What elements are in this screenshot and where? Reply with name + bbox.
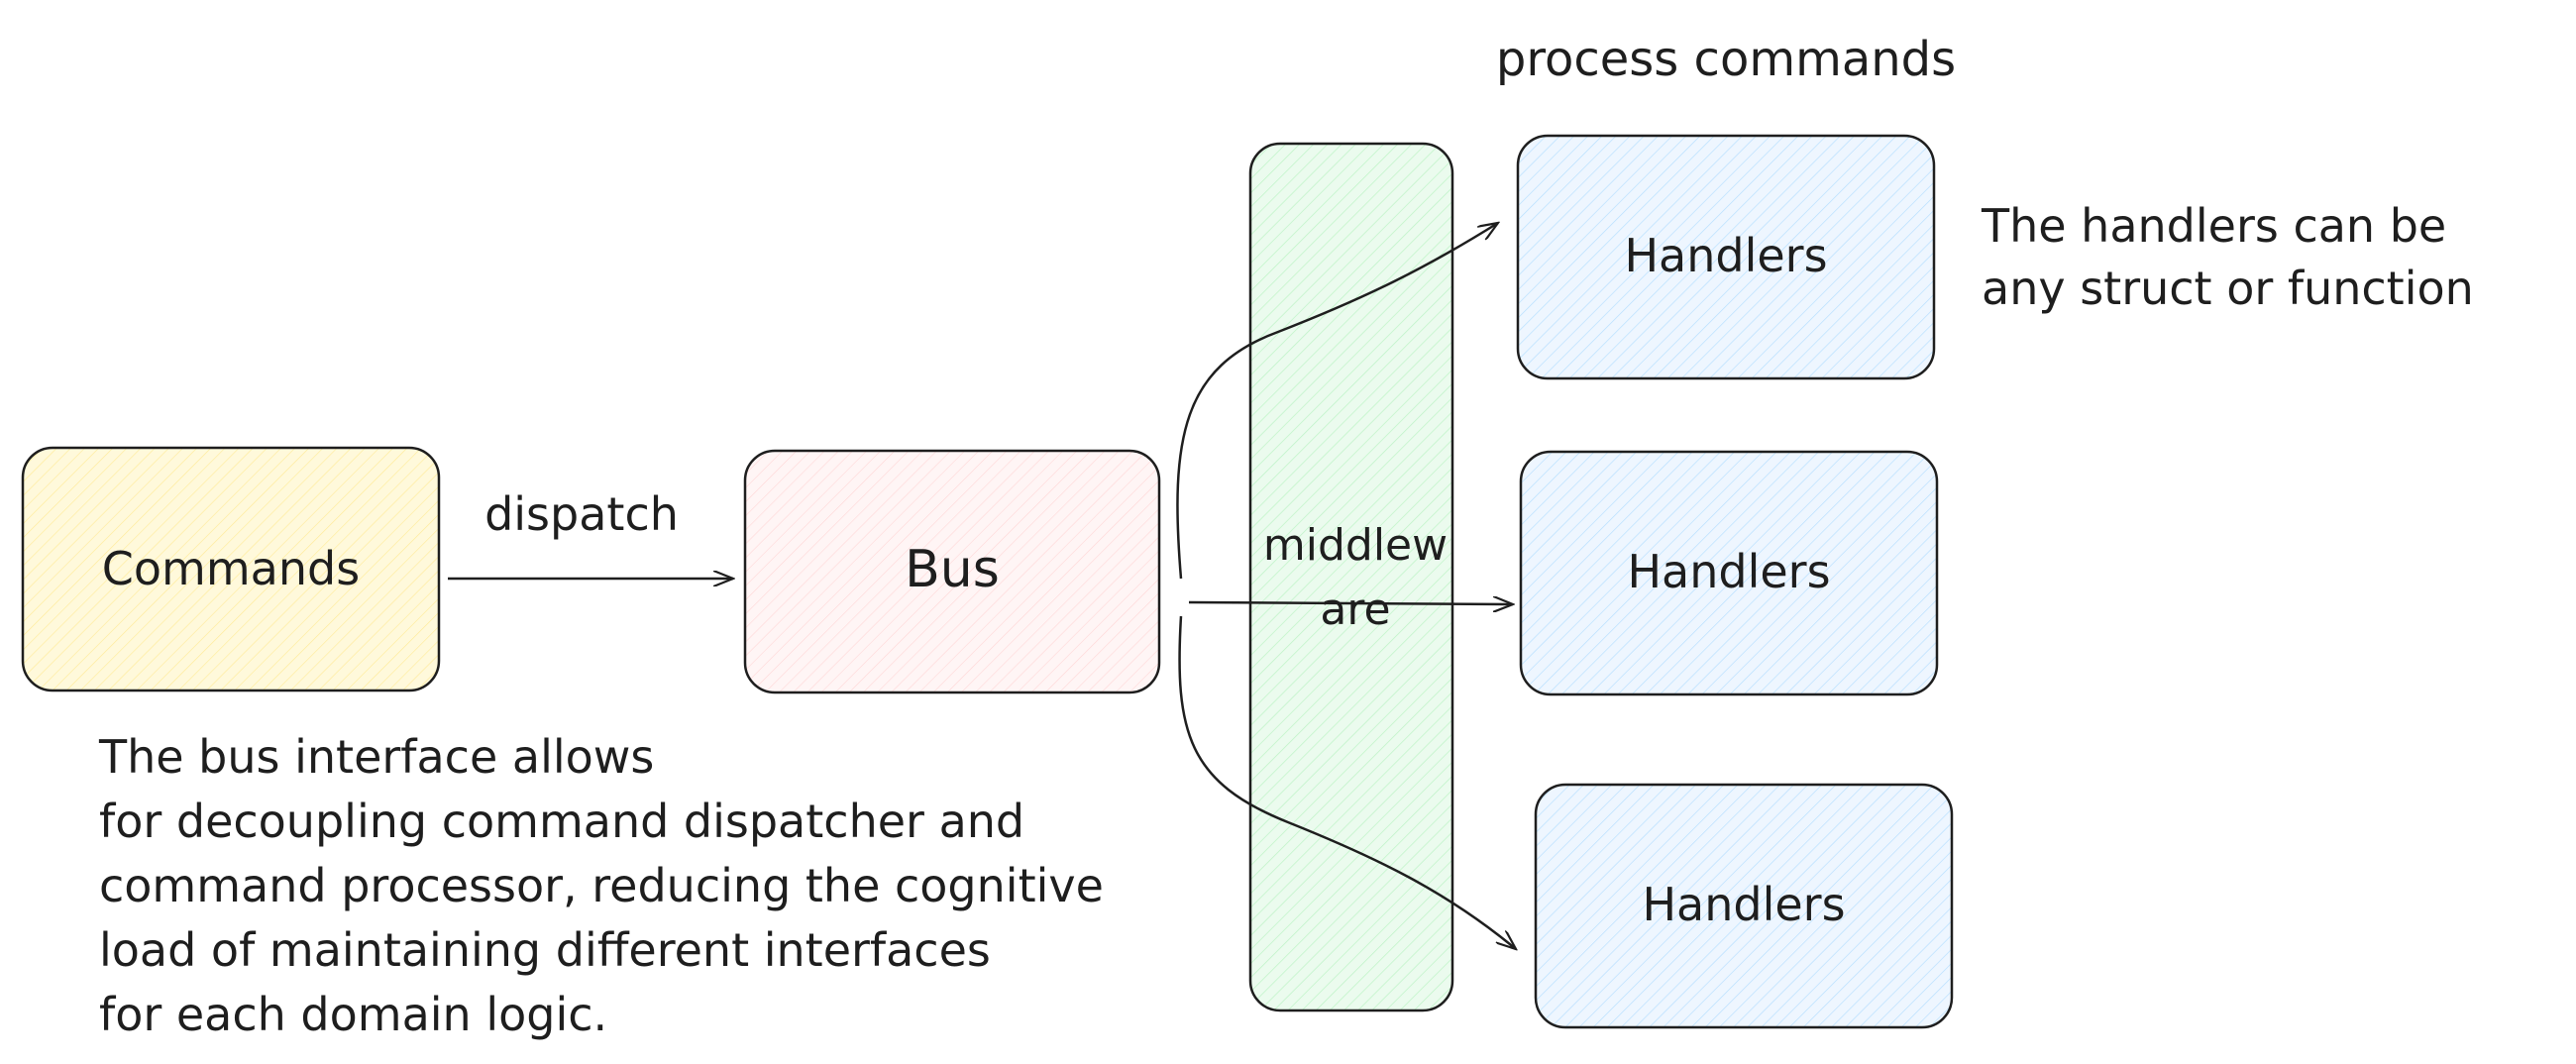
bus-box [743,449,1161,694]
middleware-column [1248,142,1454,1012]
handler-label-3: Handlers [1642,878,1845,931]
process-commands-label: process commands [1496,32,1956,87]
handler-label-1: Handlers [1624,229,1827,282]
dispatch-label: dispatch [484,487,679,541]
handler-box-2 [1519,450,1939,696]
bus-label: Bus [905,540,1000,599]
handler-box-3 [1534,783,1954,1029]
commands-label: Commands [102,542,360,595]
commands-box [21,446,441,692]
handlers-note-line2: any struct or function [1982,262,2474,315]
handler-box-1 [1516,134,1936,380]
arrow-to-handler-1 [1176,223,1498,580]
handlers-note-line1: The handlers can be [1981,199,2446,253]
bus-note-line1: The bus interface allows [98,730,654,784]
handler-label-2: Handlers [1627,545,1830,598]
bus-note-line4: load of maintaining different interfaces [99,923,991,977]
arrow-to-handler-2 [1188,602,1513,604]
bus-note-line5: for each domain logic. [99,988,607,1041]
middleware-label-line1: middlew [1263,520,1448,571]
bus-note-line3: command processor, reducing the cognitiv… [99,859,1104,912]
arrow-to-handler-3 [1178,615,1516,949]
middleware-label-line2: are [1320,585,1390,635]
bus-note-line2: for decoupling command dispatcher and [99,795,1024,848]
